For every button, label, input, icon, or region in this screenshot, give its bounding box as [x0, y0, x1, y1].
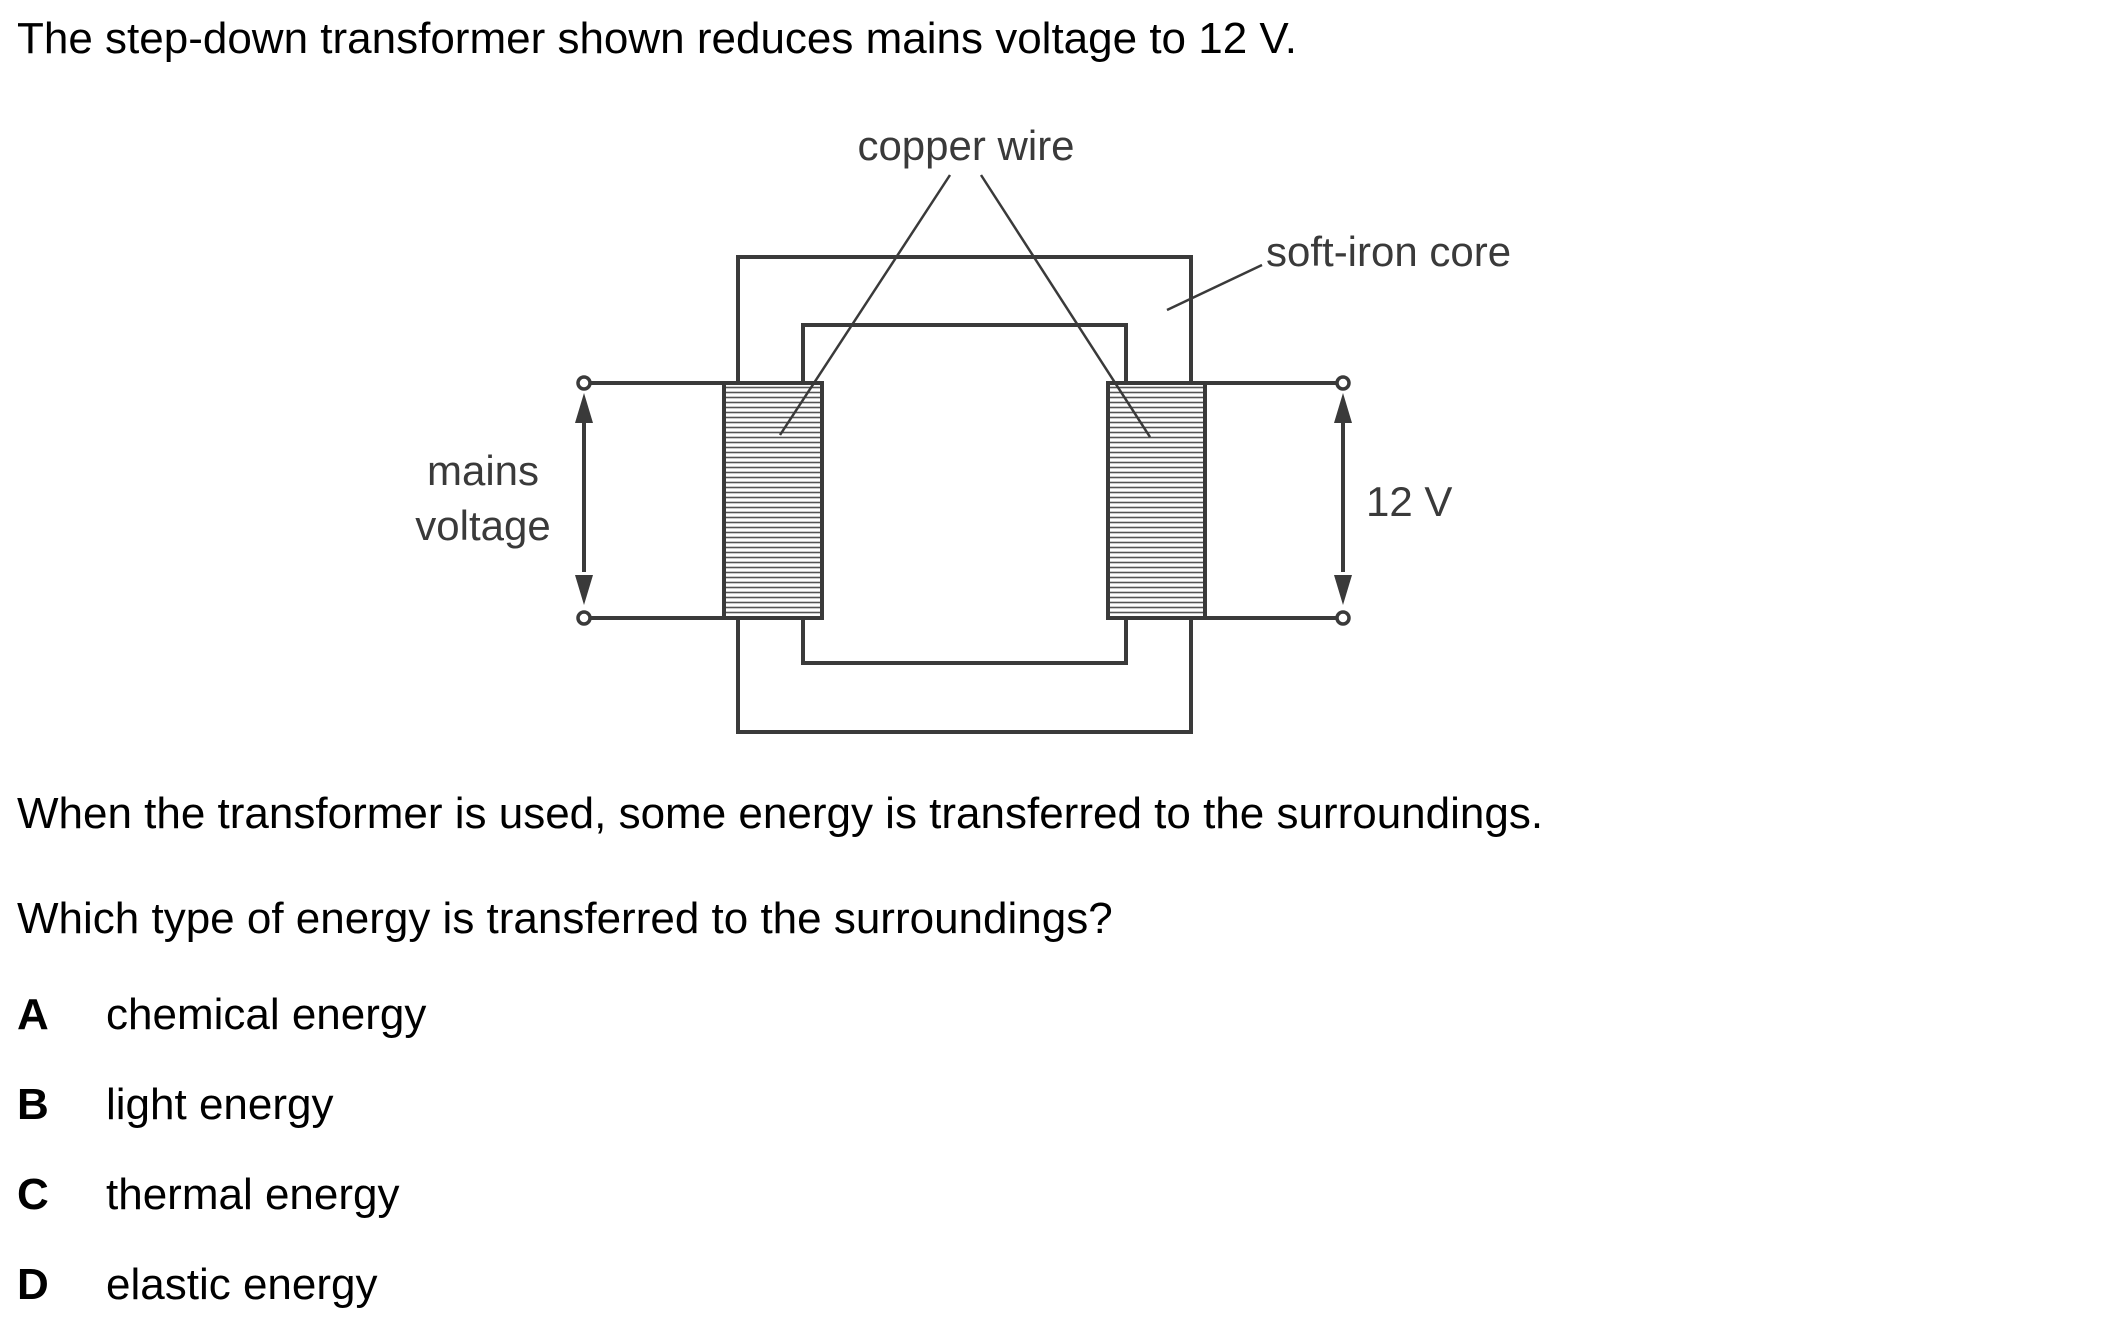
option-letter: A — [17, 990, 49, 1039]
option-c[interactable]: C thermal energy — [17, 1169, 517, 1221]
label-copper-wire: copper wire — [857, 122, 1074, 169]
option-letter: B — [17, 1080, 49, 1129]
option-text: light energy — [106, 1080, 334, 1129]
core-leader-line — [1166, 263, 1263, 312]
output-terminal-bottom — [1335, 610, 1351, 626]
label-soft-iron-core: soft-iron core — [1266, 228, 1511, 275]
input-circuit-wires — [589, 381, 724, 620]
option-b[interactable]: B light energy — [17, 1079, 517, 1131]
option-d[interactable]: D elastic energy — [17, 1259, 517, 1311]
label-output-voltage: 12 V — [1366, 478, 1452, 525]
copper-wire-leader-lines — [778, 174, 1152, 438]
input-terminal-bottom — [576, 610, 592, 626]
option-letter: D — [17, 1260, 49, 1309]
label-voltage: voltage — [415, 502, 550, 549]
question-intro: The step-down transformer shown reduces … — [17, 14, 1297, 63]
input-terminal-top — [576, 375, 592, 391]
question-statement: When the transformer is used, some energ… — [17, 789, 1544, 838]
option-text: elastic energy — [106, 1260, 378, 1309]
option-letter: C — [17, 1170, 49, 1219]
output-terminal-top — [1335, 375, 1351, 391]
terminals — [576, 375, 1351, 626]
output-voltage-arrow — [1334, 393, 1352, 605]
question-prompt: Which type of energy is transferred to t… — [17, 894, 1113, 943]
label-mains: mains — [427, 447, 539, 494]
option-text: chemical energy — [106, 990, 427, 1039]
input-voltage-arrow — [575, 393, 593, 605]
transformer-diagram: copper wire soft-iron core mains voltage… — [415, 122, 1511, 734]
output-circuit-wires — [1205, 381, 1338, 620]
option-text: thermal energy — [106, 1170, 400, 1219]
primary-coil — [722, 381, 824, 620]
option-a[interactable]: A chemical energy — [17, 989, 517, 1041]
secondary-coil — [1106, 381, 1207, 620]
